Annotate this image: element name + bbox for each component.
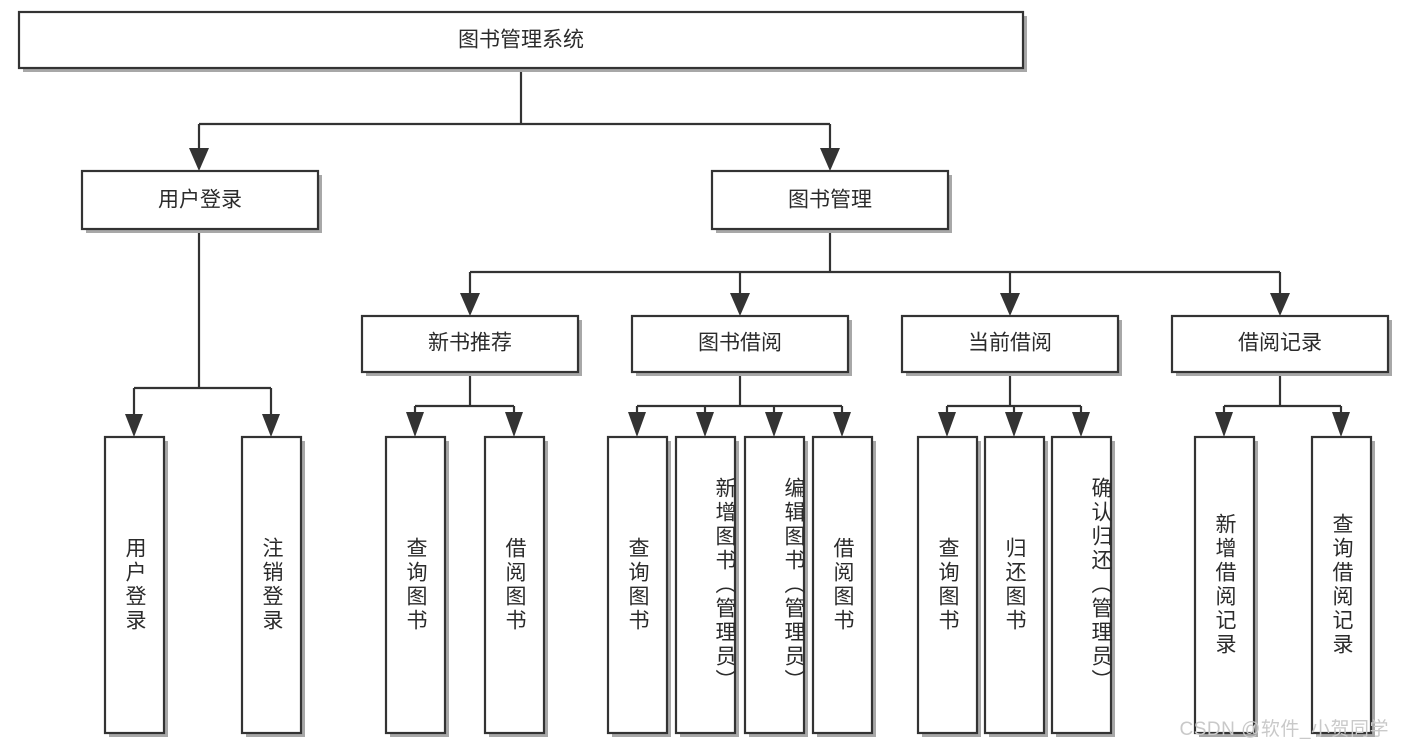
connector-group-borrow-record <box>1215 375 1350 437</box>
arrow-bm-to-new-book <box>460 293 480 316</box>
leaf-rect-user-login-1[interactable] <box>240 435 303 735</box>
leaf-group-borrow-record <box>1193 435 1375 737</box>
arrow-bm-to-record <box>1270 293 1290 316</box>
node-user-login-rect <box>80 169 320 231</box>
node-root-system[interactable]: 图书管理系统 <box>17 10 1027 72</box>
leaf-rect-current-borrow-2[interactable] <box>1050 435 1113 735</box>
node-book-manage-rect <box>710 169 950 231</box>
leaf-rect-book-borrow-0[interactable] <box>606 435 669 735</box>
arrow-root-to-book-manage <box>820 148 840 171</box>
node-new-book-rect <box>360 314 580 374</box>
node-current-borrow[interactable]: 当前借阅 <box>900 314 1122 376</box>
arrow-bm-to-borrow <box>730 293 750 316</box>
node-user-login-label: 用户登录 <box>158 189 242 212</box>
arrow-ul-to-leaf1 <box>262 414 280 437</box>
connector-group-user-login <box>125 232 280 437</box>
node-user-login[interactable]: 用户登录 <box>80 169 322 233</box>
arrow-cb-to-leaf0 <box>938 412 956 437</box>
connector-group-current-borrow <box>938 375 1090 437</box>
arrow-bb-to-leaf1 <box>696 412 714 437</box>
arrow-br-to-leaf1 <box>1332 412 1350 437</box>
leaf-rect-user-login-0[interactable] <box>103 435 166 735</box>
arrow-nb-to-leaf1 <box>505 412 523 437</box>
leaf-rect-current-borrow-1[interactable] <box>983 435 1046 735</box>
arrow-nb-to-leaf0 <box>406 412 424 437</box>
node-root-label: 图书管理系统 <box>458 29 584 52</box>
leaf-rect-new-book-1[interactable] <box>483 435 546 735</box>
leaf-rect-new-book-0[interactable] <box>384 435 447 735</box>
leaf-group-book-borrow <box>606 435 876 737</box>
arrow-bb-to-leaf0 <box>628 412 646 437</box>
arrow-cb-to-leaf2 <box>1072 412 1090 437</box>
node-borrow-record[interactable]: 借阅记录 <box>1170 314 1392 376</box>
arrow-bb-to-leaf3 <box>833 412 851 437</box>
node-book-borrow[interactable]: 图书借阅 <box>630 314 852 376</box>
node-book-manage-label: 图书管理 <box>788 189 872 212</box>
arrow-root-to-user-login <box>189 148 209 171</box>
leaf-rect-book-borrow-2[interactable] <box>743 435 806 735</box>
connector-group-book-borrow <box>628 375 851 437</box>
leaf-rect-borrow-record-1[interactable] <box>1310 435 1373 735</box>
arrow-br-to-leaf0 <box>1215 412 1233 437</box>
node-new-book-recommend[interactable]: 新书推荐 <box>360 314 582 376</box>
connector-group-book-manage <box>460 232 1290 316</box>
node-book-borrow-rect <box>630 314 850 374</box>
node-borrow-record-rect <box>1170 314 1390 374</box>
arrow-bm-to-current <box>1000 293 1020 316</box>
leaf-rect-borrow-record-0[interactable] <box>1193 435 1256 735</box>
leaf-group-user-login <box>103 435 305 737</box>
arrow-ul-to-leaf0 <box>125 414 143 437</box>
connector-group-root <box>189 68 840 171</box>
node-root-rect <box>17 10 1025 70</box>
node-book-manage[interactable]: 图书管理 <box>710 169 952 233</box>
watermark-text: CSDN @软件_小贺同学 <box>1179 719 1389 740</box>
node-current-borrow-rect <box>900 314 1120 374</box>
node-new-book-label: 新书推荐 <box>428 332 512 355</box>
leaf-group-current-borrow <box>916 435 1115 737</box>
leaf-rect-book-borrow-3[interactable] <box>811 435 874 735</box>
arrow-cb-to-leaf1 <box>1005 412 1023 437</box>
connector-group-new-book <box>406 375 523 437</box>
node-borrow-record-label: 借阅记录 <box>1238 332 1322 355</box>
node-book-borrow-label: 图书借阅 <box>698 332 782 355</box>
leaf-rect-current-borrow-0[interactable] <box>916 435 979 735</box>
leaf-group-new-book <box>384 435 548 737</box>
node-current-borrow-label: 当前借阅 <box>968 332 1052 355</box>
arrow-bb-to-leaf2 <box>765 412 783 437</box>
leaf-rect-book-borrow-1[interactable] <box>674 435 737 735</box>
